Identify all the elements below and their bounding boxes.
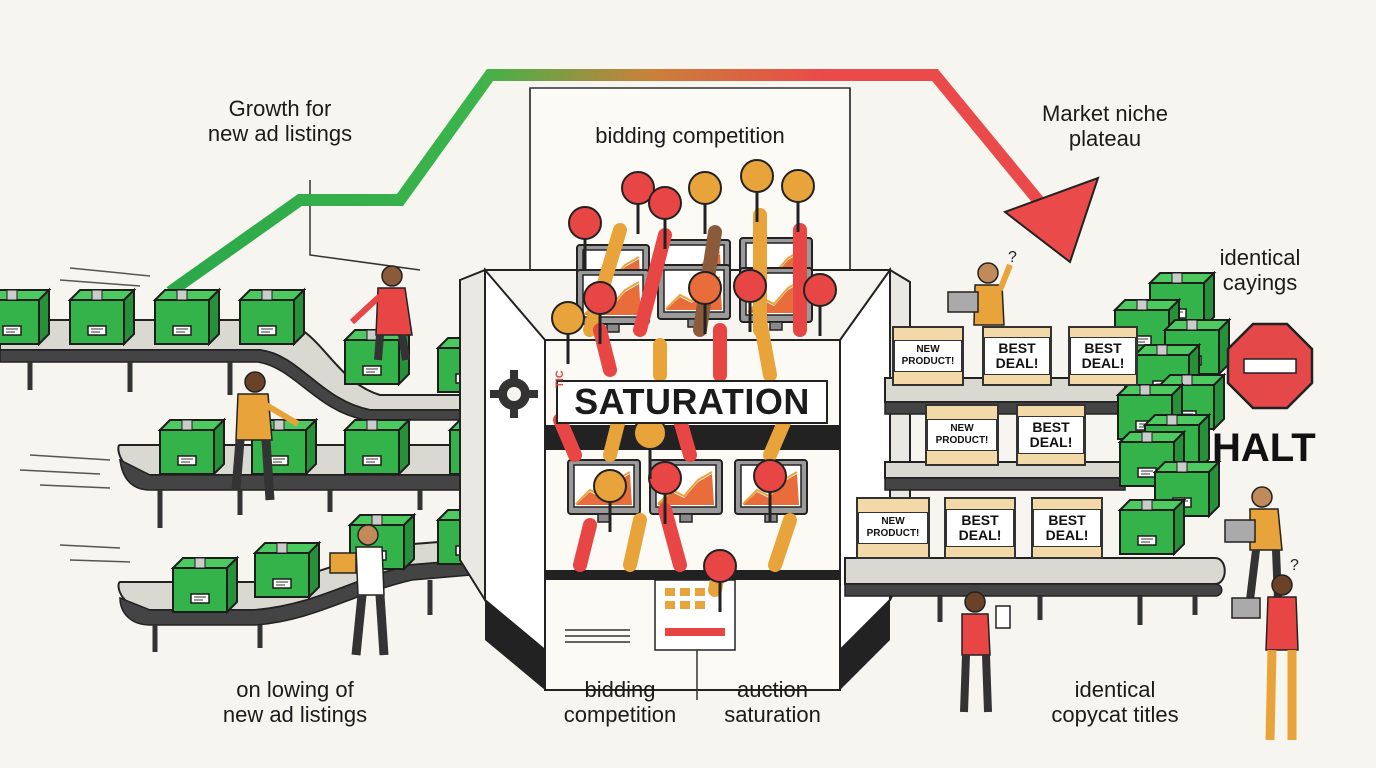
saturation-title: SATURATION: [574, 381, 810, 422]
trend-arrow-icon: [166, 69, 1100, 297]
worker-bottom-left: [329, 524, 389, 656]
label-identical-cayings: identical cayings: [1190, 245, 1330, 295]
label-line: saturation: [724, 702, 821, 727]
label-auction: auction saturation: [705, 677, 840, 727]
label-bidding-top: bidding competition: [595, 123, 785, 148]
label-line: identical: [1074, 677, 1156, 702]
label-lowing: on lowing of new ad listings: [195, 677, 395, 727]
worker-right-laptop: [1224, 486, 1283, 601]
sign-text: BEST DEAL!: [946, 509, 1014, 547]
worker-far-right: [1231, 574, 1299, 741]
label-market-plateau: Market niche plateau: [1010, 101, 1200, 151]
box-icon: [154, 289, 220, 345]
label-copycat: identical copycat titles: [1025, 677, 1205, 727]
stop-sign-icon: [1226, 322, 1314, 410]
box-icon: [1119, 499, 1185, 555]
sign-new-product: NEW PRODUCT!: [925, 404, 999, 466]
conveyor-right-middle: [884, 461, 1126, 491]
label-line: competition: [563, 702, 677, 727]
copycat-box-stack: [1114, 272, 1230, 555]
box-icon: [69, 289, 135, 345]
halt-label: HALT: [1212, 426, 1316, 470]
label-bidding-bottom: bidding competition: [545, 677, 695, 727]
label-line: Growth for: [228, 96, 332, 121]
sign-best-deal: BEST DEAL!: [1016, 404, 1086, 466]
svg-text:?: ?: [1008, 249, 1017, 266]
label-line: identical: [1219, 245, 1301, 270]
label-line: cayings: [1222, 270, 1298, 295]
sign-text: BEST DEAL!: [984, 337, 1050, 375]
worker-top-right: [947, 262, 1013, 326]
sign-best-deal: BEST DEAL!: [1031, 497, 1103, 559]
sign-new-product: NEW PRODUCT!: [892, 326, 964, 386]
box-icon: [172, 557, 238, 613]
box-icon: [239, 289, 305, 345]
label-line: Market niche: [1042, 101, 1168, 126]
sign-best-deal: BEST DEAL!: [1068, 326, 1138, 386]
sign-text: NEW PRODUCT!: [858, 512, 928, 544]
label-growth: Growth for new ad listings: [190, 96, 370, 146]
saturation-side-label: TIC: [554, 370, 566, 388]
sign-best-deal: BEST DEAL!: [982, 326, 1052, 386]
label-line: on lowing of: [236, 677, 354, 702]
saturation-banner: TIC SATURATION: [554, 370, 828, 424]
motion-lines: [19, 267, 151, 563]
sign-text: BEST DEAL!: [1018, 416, 1084, 454]
label-line: plateau: [1068, 126, 1142, 151]
worker-middle-left: [231, 371, 300, 501]
label-line: new ad listings: [222, 702, 368, 727]
sign-text: BEST DEAL!: [1033, 509, 1101, 547]
box-icon: [159, 419, 225, 475]
label-line: bidding: [584, 677, 656, 702]
sign-text: NEW PRODUCT!: [927, 419, 997, 451]
question-mark-icon: ? ?: [1008, 249, 1299, 574]
conveyor-right-bottom: [844, 557, 1226, 625]
worker-bottom-center-right: [960, 591, 1011, 713]
svg-text:?: ?: [1290, 557, 1299, 574]
box-icon: [254, 542, 320, 598]
worker-top-left: [349, 265, 413, 361]
sign-text: NEW PRODUCT!: [894, 340, 962, 372]
gear-icon: [490, 370, 538, 418]
label-line: copycat titles: [1051, 702, 1179, 727]
box-icon: [344, 419, 410, 475]
sign-best-deal: BEST DEAL!: [944, 497, 1016, 559]
sign-new-product: NEW PRODUCT!: [856, 497, 930, 559]
sign-text: BEST DEAL!: [1070, 337, 1136, 375]
box-icon: [0, 289, 50, 345]
label-line: auction: [737, 677, 808, 702]
label-line: new ad listings: [207, 121, 353, 146]
